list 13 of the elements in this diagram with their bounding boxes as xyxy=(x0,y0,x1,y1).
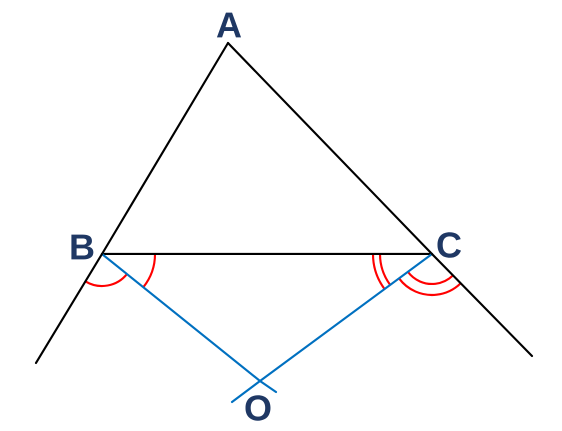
line-segment xyxy=(226,42,434,256)
vertex-label: C xyxy=(437,232,461,258)
vertex-label: O xyxy=(245,395,270,421)
line-segment xyxy=(100,252,434,256)
line-segment xyxy=(34,252,104,364)
vertex-label: A xyxy=(216,12,242,38)
vertex-label: B xyxy=(71,234,94,260)
bisector-line xyxy=(230,380,262,404)
bisector-line xyxy=(258,380,278,394)
line-segment xyxy=(430,252,534,358)
line-segment xyxy=(100,42,230,256)
bisector-line xyxy=(100,252,262,382)
bisector-line xyxy=(258,252,434,382)
